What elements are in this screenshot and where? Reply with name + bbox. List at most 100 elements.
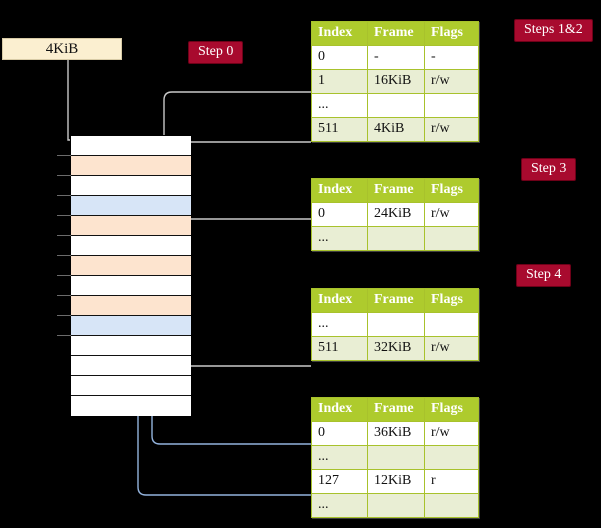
cell-index: 0 — [311, 202, 368, 227]
cell-frame: 4KiB — [367, 117, 425, 142]
memory-boundary-tick — [57, 175, 71, 176]
memory-row — [71, 156, 191, 176]
badge-step-0-label: Step 0 — [198, 44, 234, 59]
memory-row — [71, 256, 191, 276]
table-row: ... — [311, 493, 479, 518]
source-frame-label: 4KiB — [45, 41, 79, 57]
cell-index: ... — [311, 493, 368, 518]
badge-step-3-label: Step 3 — [531, 161, 567, 176]
cell-frame — [367, 93, 425, 118]
wire-step4 — [170, 314, 311, 367]
badge-step-4-label: Step 4 — [526, 267, 562, 282]
cell-flags — [424, 93, 479, 118]
memory-boundary-tick — [57, 215, 71, 216]
cell-frame — [367, 493, 425, 518]
column-header-index: Index — [311, 288, 368, 313]
wire-steps12-b — [170, 141, 311, 152]
memory-row — [71, 296, 191, 316]
column-header-flags: Flags — [424, 397, 479, 422]
memory-row — [71, 336, 191, 356]
table-row: 0 - - — [311, 45, 479, 70]
cell-flags: r/w — [424, 336, 479, 361]
cell-index: 1 — [311, 69, 368, 94]
page-table-level-3: Index Frame Flags 0 36KiB r/w ... 127 12… — [311, 397, 479, 518]
table-row: 0 24KiB r/w — [311, 202, 479, 227]
memory-row — [71, 356, 191, 376]
cell-index: 511 — [311, 117, 368, 142]
column-header-index: Index — [311, 397, 368, 422]
badge-step-0: Step 0 — [188, 41, 244, 64]
physical-memory-strip — [70, 135, 191, 416]
cell-flags: - — [424, 45, 479, 70]
memory-row — [71, 396, 191, 416]
memory-row — [71, 136, 191, 156]
table-row: 0 36KiB r/w — [311, 421, 479, 446]
table-header-row: Index Frame Flags — [311, 178, 479, 203]
memory-boundary-tick — [57, 315, 71, 316]
cell-flags — [424, 493, 479, 518]
badge-steps-1-2-label: Steps 1&2 — [524, 22, 583, 37]
cell-index: 127 — [311, 469, 368, 494]
table-row: ... — [311, 93, 479, 118]
memory-boundary-tick — [57, 275, 71, 276]
source-frame-box: 4KiB — [2, 38, 122, 60]
column-header-flags: Flags — [424, 288, 479, 313]
cell-index: ... — [311, 93, 368, 118]
cell-frame: 32KiB — [367, 336, 425, 361]
cell-frame: 16KiB — [367, 69, 425, 94]
table-header-row: Index Frame Flags — [311, 288, 479, 313]
cell-index: ... — [311, 312, 368, 337]
badge-steps-1-2: Steps 1&2 — [514, 19, 593, 42]
table-row: ... — [311, 445, 479, 470]
memory-row — [71, 276, 191, 296]
cell-index: 0 — [311, 45, 368, 70]
memory-boundary-tick — [57, 335, 71, 336]
cell-flags — [424, 445, 479, 470]
cell-index: 511 — [311, 336, 368, 361]
table-row: 127 12KiB r — [311, 469, 479, 494]
column-header-index: Index — [311, 178, 368, 203]
cell-flags — [424, 312, 479, 337]
cell-flags: r/w — [424, 421, 479, 446]
table-row: 511 32KiB r/w — [311, 336, 479, 361]
cell-flags — [424, 226, 479, 251]
badge-step-4: Step 4 — [516, 264, 572, 287]
column-header-frame: Frame — [367, 397, 425, 422]
badge-step-3: Step 3 — [521, 158, 577, 181]
cell-flags: r/w — [424, 202, 479, 227]
memory-boundary-tick — [57, 155, 71, 156]
memory-row — [71, 376, 191, 396]
cell-index: ... — [311, 445, 368, 470]
wire-step3 — [176, 218, 311, 292]
memory-row — [71, 216, 191, 236]
table-header-row: Index Frame Flags — [311, 397, 479, 422]
column-header-flags: Flags — [424, 178, 479, 203]
cell-frame — [367, 445, 425, 470]
memory-boundary-tick — [57, 295, 71, 296]
cell-frame: 36KiB — [367, 421, 425, 446]
column-header-frame: Frame — [367, 21, 425, 46]
memory-boundary-tick — [57, 195, 71, 196]
cell-frame — [367, 226, 425, 251]
cell-flags: r — [424, 469, 479, 494]
page-table-level-0: Index Frame Flags 0 - - 1 16KiB r/w ... — [311, 21, 479, 142]
memory-row — [71, 316, 191, 336]
column-header-index: Index — [311, 21, 368, 46]
cell-frame: 24KiB — [367, 202, 425, 227]
table-row-highlighted: 511 4KiB r/w — [311, 117, 479, 142]
cell-frame: 12KiB — [367, 469, 425, 494]
column-header-flags: Flags — [424, 21, 479, 46]
memory-boundary-tick — [57, 235, 71, 236]
column-header-frame: Frame — [367, 288, 425, 313]
page-table-level-2: Index Frame Flags ... 511 32KiB r/w — [311, 288, 479, 361]
memory-row — [71, 176, 191, 196]
table-row: ... — [311, 226, 479, 251]
cell-frame — [367, 312, 425, 337]
memory-row — [71, 236, 191, 256]
cell-index: 0 — [311, 421, 368, 446]
page-table-level-1: Index Frame Flags 0 24KiB r/w ... — [311, 178, 479, 251]
cell-index: ... — [311, 226, 368, 251]
table-header-row: Index Frame Flags — [311, 21, 479, 46]
cell-flags: r/w — [424, 69, 479, 94]
